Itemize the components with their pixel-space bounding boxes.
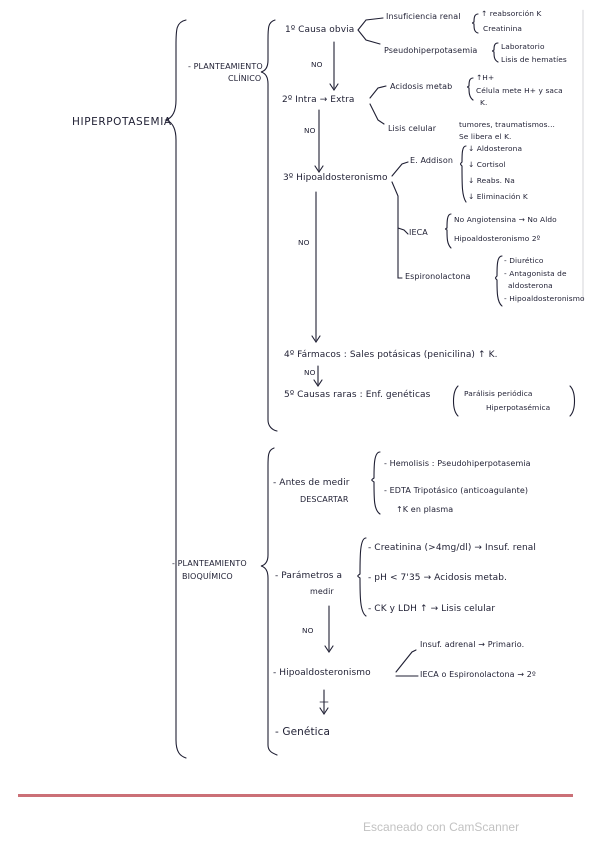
step1b-brace [491, 42, 499, 63]
main-brace [164, 19, 187, 759]
step5-label: 5º Causas raras : Enf. genéticas [284, 390, 431, 400]
addison-4: ↓ Eliminación K [468, 192, 528, 201]
bioquimico-heading-2: BIOQUÍMICO [182, 572, 233, 581]
ieca-2: Hipoaldosteronismo 2º [454, 234, 541, 243]
step5-paren-open [452, 385, 459, 417]
hipo-label: - Hipoaldosteronismo [273, 668, 371, 678]
antes-label: - Antes de medir [273, 478, 350, 488]
hipo-split [395, 649, 419, 677]
step3-split [391, 161, 409, 279]
arrow-no2 [314, 109, 324, 173]
hipo-1: Insuf. adrenal → Primario. [420, 640, 525, 649]
genetica-label: - Genética [275, 726, 331, 738]
step2a-brace [466, 77, 474, 101]
step1-b-label: Pseudohiperpotasemia [384, 46, 478, 55]
no-label-5: NO [302, 626, 314, 635]
clinico-heading: - PLANTEAMIENTO [188, 62, 263, 71]
no-label-1: NO [311, 60, 323, 69]
ieca-brace [444, 213, 452, 249]
ieca-link [397, 227, 409, 235]
step1-b2: Lisis de hematíes [501, 55, 567, 64]
step5-2: Hiperpotasémica [486, 403, 551, 412]
param-2: - pH < 7'35 → Acidosis metab. [368, 573, 507, 583]
no-label-2: NO [304, 126, 316, 135]
arrow-no1 [329, 41, 339, 91]
espiro-2: - Antagonista de [504, 269, 567, 278]
espiro-label: Espironolactona [405, 272, 471, 281]
param-1: - Creatinina (>4mg/dl) → Insuf. renal [368, 543, 536, 553]
espiro-brace [494, 255, 503, 307]
step2-a-label: Acidosis metab [390, 82, 453, 91]
arrow-no5 [324, 605, 334, 653]
step2-label: 2º Intra → Extra [282, 95, 355, 105]
espiro-4: - Hipoaldosteronismo [504, 294, 585, 303]
param-label: - Parámetros a [275, 571, 343, 581]
step2-a3: K. [480, 98, 488, 107]
step1-a1: ↑ reabsorción K [481, 9, 542, 18]
step1-b1: Laboratorio [501, 42, 545, 51]
arrow-genetica [319, 689, 329, 715]
antes-brace [371, 451, 381, 515]
param-3: - CK y LDH ↑ → Lisis celular [368, 604, 496, 614]
step1-a-label: Insuficiencia renal [386, 12, 461, 21]
step5-paren-close [569, 385, 576, 417]
step1-label: 1º Causa obvia [285, 25, 355, 35]
step2-a2: Célula mete H+ y saca [476, 86, 563, 95]
step3-label: 3º Hipoaldosteronismo [283, 173, 388, 183]
espiro-1: - Diurético [504, 256, 544, 265]
antes-3: ↑K en plasma [396, 505, 454, 514]
step1-split [357, 17, 384, 45]
arrow-no4 [313, 365, 323, 387]
step1-a2: Creatinina [483, 24, 523, 33]
step1a-brace [471, 13, 479, 34]
antes-1: - Hemolisis : Pseudohiperpotasemia [384, 459, 531, 468]
addison-label: E. Addison [410, 156, 453, 165]
bioquimico-brace [260, 447, 278, 756]
ieca-1: No Angiotensina → No Aldo [454, 215, 557, 224]
antes-2: - EDTA Tripotásico (anticoagulante) [384, 486, 529, 495]
scanner-watermark: Escaneado con CamScanner [363, 820, 520, 834]
step5-1: Parálisis periódica [464, 389, 533, 398]
step2-split [369, 85, 387, 125]
ieca-label: IECA [409, 228, 428, 237]
step2-a1: ↑H+ [476, 73, 495, 82]
page-title: HIPERPOTASEMIA [72, 116, 172, 128]
clinico-heading-2: CLÍNICO [228, 74, 262, 83]
param-label-2: medir [310, 587, 334, 596]
page-bottom-line [18, 794, 573, 797]
no-label-4: NO [304, 368, 316, 377]
bioquimico-heading: - PLANTEAMIENTO [172, 559, 247, 568]
step2-b1: tumores, traumatismos... [459, 120, 555, 129]
addison-3: ↓ Reabs. Na [468, 176, 515, 185]
hipo-2: IECA o Espironolactona → 2º [420, 670, 536, 679]
param-brace [357, 537, 367, 617]
espiro-3: aldosterona [508, 281, 553, 290]
addison-2: ↓ Cortisol [468, 160, 506, 169]
antes-label-2: DESCARTAR [300, 495, 349, 504]
addison-1: ↓ Aldosterona [468, 144, 523, 153]
arrow-no3 [311, 191, 321, 343]
step2-b-label: Lisis celular [388, 124, 437, 133]
step4-label: 4º Fármacos : Sales potásicas (penicilin… [284, 350, 498, 360]
step2-b2: Se libera el K. [459, 132, 512, 141]
clinico-brace [260, 19, 278, 432]
addison-brace [459, 145, 467, 203]
no-label-3: NO [298, 238, 310, 247]
